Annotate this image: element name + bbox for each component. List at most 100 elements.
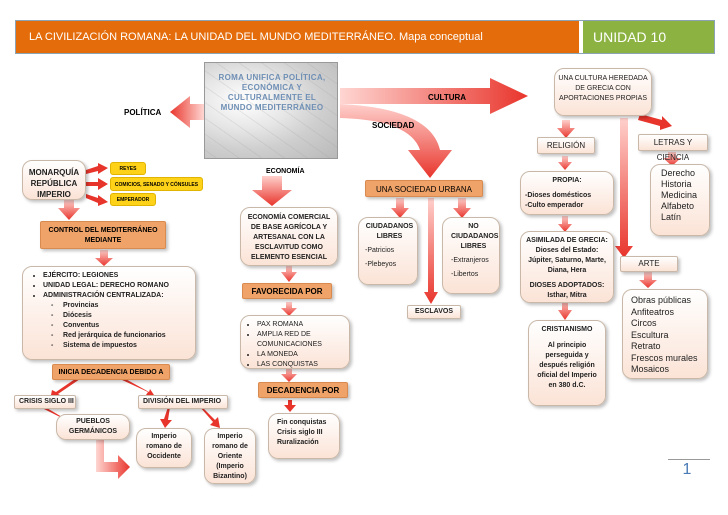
asimilada-title: ASIMILADA DE GRECIA: xyxy=(526,237,608,244)
propia-item: -Culto emperador xyxy=(525,202,584,209)
forms-box: MONARQUÍA REPÚBLICA IMPERIO xyxy=(22,160,86,200)
decad-items-arrow xyxy=(284,400,296,412)
ciudadanos-box: CIUDADANOS LIBRES -Patricios -Plebeyos xyxy=(358,217,418,285)
cristianismo-arrow xyxy=(558,300,572,320)
letras-item: Historia xyxy=(661,179,692,189)
ciudadanos-arrow xyxy=(391,198,409,218)
no-ciudadanos-item: -Libertos xyxy=(451,271,479,278)
form-republica: REPÚBLICA xyxy=(30,179,78,188)
no-ciudadanos-item: -Extranjeros xyxy=(451,257,489,264)
arte-item: Mosaicos xyxy=(631,364,670,374)
central-concept-text: ROMA UNIFICA POLÍTICA, ECONÓMICA Y CULTU… xyxy=(218,73,326,112)
no-ciudadanos-arrow xyxy=(453,198,471,218)
decadencia-arrow xyxy=(281,368,297,382)
control-item: EJÉRCITO: LEGIONES xyxy=(43,271,191,281)
admin-subitem: Provincias xyxy=(51,301,191,311)
page-title: LA CIVILIZACIÓN ROMANA: LA UNIDAD DEL MU… xyxy=(16,21,579,53)
propia-arrow xyxy=(558,156,572,170)
arte-item: Frescos murales xyxy=(631,352,698,363)
religion-arrow xyxy=(557,120,575,138)
letras-box: LETRAS Y CIENCIA xyxy=(638,134,708,162)
arte-item: Retrato xyxy=(631,341,661,351)
adoptados-title: DIOSES ADOPTADOS: xyxy=(529,282,605,289)
religion-box: RELIGIÓN xyxy=(537,137,595,154)
cultura-heredada-box: UNA CULTURA HEREDADA DE GRECIA CON APORT… xyxy=(554,68,652,116)
arte-list-arrow xyxy=(639,272,657,288)
division-box: DIVISIÓN DEL IMPERIO xyxy=(138,395,228,409)
esclavos-box: ESCLAVOS xyxy=(407,305,461,319)
economia-label: ECONOMÍA xyxy=(266,168,305,175)
arte-item: Obras públicas xyxy=(631,295,692,305)
form-imperio: IMPERIO xyxy=(37,190,71,199)
division-arrow xyxy=(120,377,156,398)
admin-subitem: Red jerárquica de funcionarios xyxy=(51,331,191,341)
header-bar: LA CIVILIZACIÓN ROMANA: LA UNIDAD DEL MU… xyxy=(15,20,715,54)
arte-item: Anfiteatros xyxy=(631,306,675,317)
sociedad-urbana-box: UNA SOCIEDAD URBANA xyxy=(365,180,483,197)
letras-list-box: Derecho Historia Medicina Alfabeto Latín xyxy=(650,164,710,236)
decadencia-item: Fin conquistas xyxy=(277,419,327,426)
letras-item: Latín xyxy=(661,212,682,222)
admin-subitem: Sistema de impuestos xyxy=(51,341,191,351)
control-item: ADMINISTRACIÓN CENTRALIZADA: xyxy=(43,291,191,301)
letras-arrow xyxy=(638,114,672,130)
control-arrow xyxy=(58,200,80,220)
comicios-arrow xyxy=(86,178,108,190)
favorecida-item: AMPLIA RED DE COMUNICACIONES xyxy=(257,330,345,350)
form-monarquia: MONARQUÍA xyxy=(28,168,80,177)
asimilada-arrow xyxy=(558,216,572,232)
reyes-arrow xyxy=(86,163,108,174)
cristianismo-text: Al principio perseguida y después religi… xyxy=(537,342,597,389)
letras-item: Alfabeto xyxy=(661,201,695,211)
cristianismo-box: CRISTIANISMO Al principio perseguida y d… xyxy=(528,320,606,406)
arte-item: Circos xyxy=(631,318,657,328)
propia-item: -Dioses domésticos xyxy=(525,192,592,199)
favorecida-box: FAVORECIDA POR xyxy=(242,283,332,299)
favorecida-arrow xyxy=(281,266,297,282)
favorecida-item: LA MONEDA xyxy=(257,350,345,360)
asimilada-box: ASIMILADA DE GRECIA: Dioses del Estado: … xyxy=(520,231,614,303)
asimilada-text: Dioses del Estado: Júpiter, Saturno, Mar… xyxy=(528,247,606,274)
unit-label: UNIDAD 10 xyxy=(583,21,714,53)
pueblos-box: PUEBLOS GERMÁNICOS xyxy=(56,414,130,440)
ciudadanos-item: -Plebeyos xyxy=(365,261,397,268)
economia-arrow xyxy=(252,176,292,206)
cultura-label: CULTURA xyxy=(428,93,467,102)
decadencia-box: DECADENCIA POR xyxy=(258,382,348,398)
oriente-box: Imperio romano de Oriente (Imperio Bizan… xyxy=(204,428,256,484)
page-divider xyxy=(668,459,710,460)
pueblos-out-arrow xyxy=(96,440,130,479)
reyes-box: REYES xyxy=(110,162,146,175)
comicios-box: COMICIOS, SENADO Y CÓNSULES xyxy=(110,177,203,191)
decadencia-item: Crisis siglo III xyxy=(277,429,323,436)
list-arrow xyxy=(95,250,113,266)
ciudadanos-title: CIUDADANOS LIBRES xyxy=(365,223,414,240)
control-item: UNIDAD LEGAL: DERECHO ROMANO xyxy=(43,281,191,291)
politica-arrow xyxy=(170,96,204,128)
oriente-arrow xyxy=(200,407,220,428)
crisis-box: CRISIS SIGLO III xyxy=(14,395,76,409)
decadencia-item: Ruralización xyxy=(277,439,319,446)
favorecida-list-box: PAX ROMANA AMPLIA RED DE COMUNICACIONES … xyxy=(240,315,350,369)
arte-arrow xyxy=(615,118,633,258)
favorecida-item: PAX ROMANA xyxy=(257,320,345,330)
emperador-box: EMPERADOR xyxy=(110,193,156,206)
politica-label: POLÍTICA xyxy=(124,108,162,117)
control-items-box: EJÉRCITO: LEGIONES UNIDAD LEGAL: DERECHO… xyxy=(22,266,196,360)
decadencia-list-box: Fin conquistas Crisis siglo III Ruraliza… xyxy=(268,413,340,459)
propia-box: PROPIA: -Dioses domésticos -Culto empera… xyxy=(520,171,614,215)
letras-item: Medicina xyxy=(661,190,698,200)
no-ciudadanos-box: NO CIUDADANOS LIBRES -Extranjeros -Liber… xyxy=(442,217,500,294)
occidente-box: Imperio romano de Occidente xyxy=(136,428,192,468)
sociedad-arrow xyxy=(340,104,452,178)
admin-subitem: Diócesis xyxy=(51,311,191,321)
control-box: CONTROL DEL MEDITERRÁNEO MEDIANTE xyxy=(40,221,166,249)
ciudadanos-item: -Patricios xyxy=(365,247,395,254)
inicia-decadencia-box: INICIA DECADENCIA DEBIDO A xyxy=(52,364,170,380)
sociedad-label: SOCIEDAD xyxy=(372,121,415,130)
esclavos-arrow xyxy=(424,198,438,304)
emperador-arrow xyxy=(86,194,108,206)
fav-list-arrow xyxy=(281,302,297,316)
no-ciudadanos-title: NO CIUDADANOS LIBRES xyxy=(451,223,499,250)
